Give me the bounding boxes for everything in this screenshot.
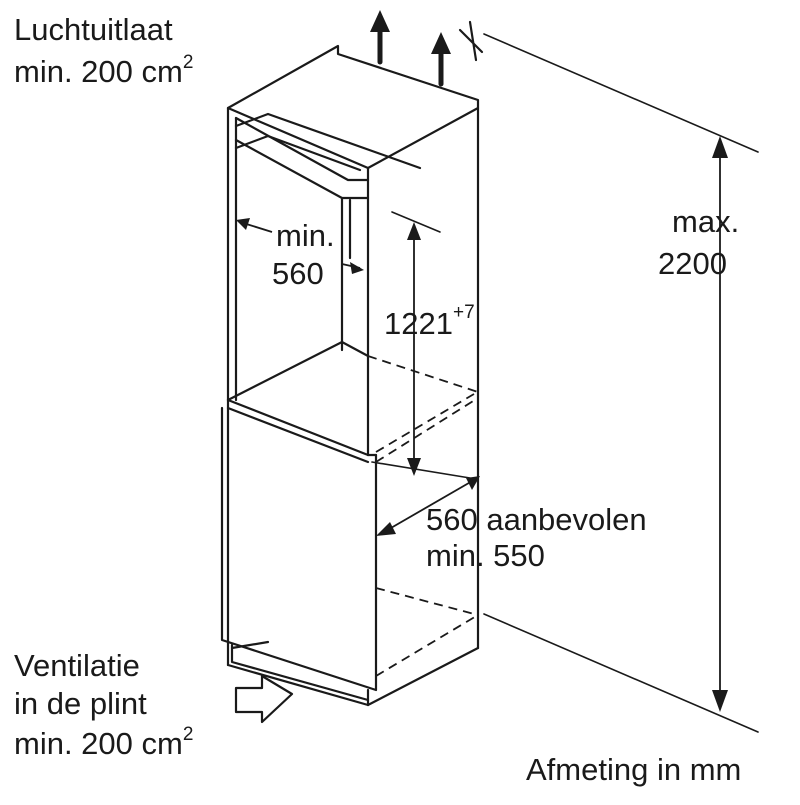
dashed-bottom-side	[375, 614, 479, 677]
dim-depth-line	[383, 479, 475, 533]
appliance-top-front	[226, 398, 370, 457]
label-units-note: Afmeting in mm	[526, 752, 741, 787]
dim-depth-arrow-right	[466, 476, 480, 490]
dim-total-ext-top	[483, 33, 759, 153]
plinth	[230, 640, 370, 702]
label-total-height-value: 2200	[658, 246, 727, 281]
appliance-top-back	[226, 340, 370, 402]
niche-inner-top-back-2	[234, 134, 362, 172]
dashed-top-back	[367, 355, 479, 393]
label-depth-min: min. 550	[426, 538, 545, 573]
dim-height-arrow-bottom	[407, 458, 421, 476]
label-niche-width-min: min.	[276, 218, 335, 253]
label-depth-recommended: 560 aanbevolen	[426, 502, 647, 537]
dashed-top-side-2	[375, 393, 475, 453]
dashed-top-side	[375, 397, 479, 463]
label-air-outlet-min: min. 200 cm2	[14, 52, 193, 89]
dim-width-arrow-right	[350, 262, 364, 274]
dim-width-arrow-left	[236, 218, 250, 230]
inlet-arrow-shape	[234, 674, 294, 724]
niche-inner-top-back	[234, 112, 422, 170]
dim-depth-arrow-left	[376, 522, 396, 536]
door-outline	[220, 406, 378, 692]
label-niche-height: 1221+7	[384, 302, 475, 341]
plinth-inner	[230, 640, 270, 650]
air-arrow-1-head	[370, 10, 390, 32]
dim-height-ext-top	[391, 211, 441, 233]
cabinet-bottom-right	[366, 646, 480, 707]
appliance-door	[220, 406, 378, 692]
appliance-door-top	[226, 406, 370, 464]
niche-top-frame	[234, 112, 422, 402]
hidden-appliance-outline	[367, 355, 479, 677]
dim-total-arrow-bottom	[712, 690, 728, 712]
air-outlet-arrows	[370, 10, 484, 87]
dim-depth	[376, 476, 480, 536]
label-niche-width-value: 560	[272, 256, 324, 291]
label-ventilation-min: min. 200 cm2	[14, 724, 193, 761]
label-ventilation-line2: in de plint	[14, 686, 147, 721]
dim-niche-height	[371, 211, 471, 479]
dim-height-arrow-top	[407, 222, 421, 240]
dim-total-arrow-top	[712, 136, 728, 158]
plinth-front	[230, 643, 370, 702]
dim-total-ext-bottom	[483, 613, 759, 733]
air-arrow-2-head	[431, 32, 451, 54]
label-air-outlet-title: Luchtuitlaat	[14, 12, 173, 47]
dashed-bottom-back	[375, 587, 479, 616]
cabinet-bottom-front	[226, 663, 370, 707]
ventilation-inlet-arrow	[234, 674, 294, 724]
dim-total-height	[483, 33, 759, 733]
appliance-top	[226, 340, 370, 464]
air-cross-mark	[458, 20, 484, 62]
cabinet-outline	[226, 44, 480, 707]
dim-height-ext-bottom	[371, 461, 471, 479]
labels: Luchtuitlaat min. 200 cm2 min. 560 1221+…	[14, 12, 741, 787]
dim-niche-width	[236, 218, 364, 274]
label-total-height-max: max.	[672, 204, 739, 239]
label-ventilation-line1: Ventilatie	[14, 648, 140, 683]
